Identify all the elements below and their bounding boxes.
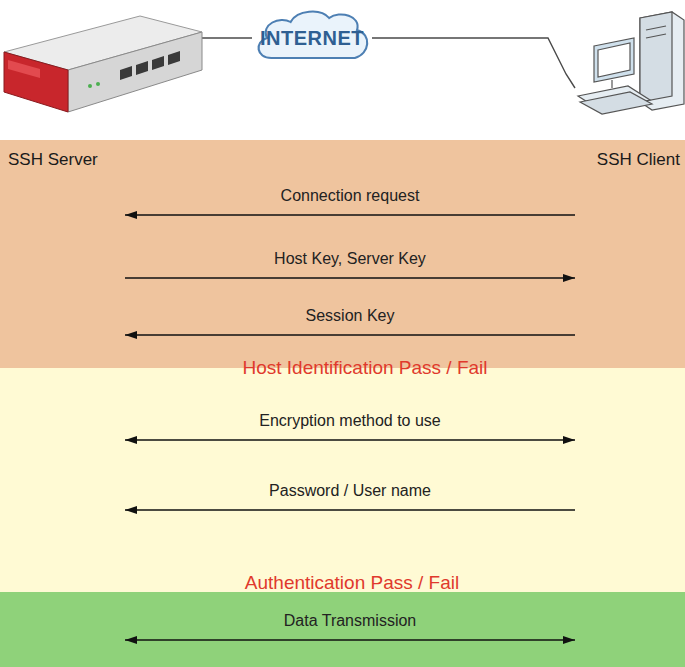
network-wire — [372, 38, 575, 88]
message-label: Password / User name — [269, 482, 431, 500]
data-transmission-band — [0, 592, 685, 667]
message-arrow — [125, 277, 575, 279]
message-arrow — [125, 509, 575, 511]
phase-result-label: Host Identification Pass / Fail — [243, 357, 488, 379]
authentication-band — [0, 368, 685, 592]
cloud-label: INTERNET — [260, 27, 364, 50]
endpoint-node: SSH Client — [575, 0, 680, 655]
message-label: Session Key — [306, 307, 395, 325]
internet-cloud: INTERNET — [252, 8, 372, 68]
message-arrow — [125, 639, 575, 641]
cloud-shape — [259, 12, 368, 58]
message-arrow — [125, 334, 575, 336]
client-computer — [578, 12, 684, 114]
message-label: Connection request — [281, 187, 420, 205]
server-appliance — [4, 16, 202, 112]
message-label: Encryption method to use — [259, 412, 440, 430]
endpoint-label: SSH Client — [575, 150, 680, 170]
message-label: Host Key, Server Key — [274, 250, 426, 268]
endpoint-node: SSH Server — [8, 0, 125, 655]
message-label: Data Transmission — [284, 612, 417, 630]
message-arrow — [125, 439, 575, 441]
phase-result-label: Authentication Pass / Fail — [245, 572, 459, 594]
message-arrow — [125, 214, 575, 216]
endpoint-label: SSH Server — [8, 150, 125, 170]
host-identification-band — [0, 140, 685, 368]
